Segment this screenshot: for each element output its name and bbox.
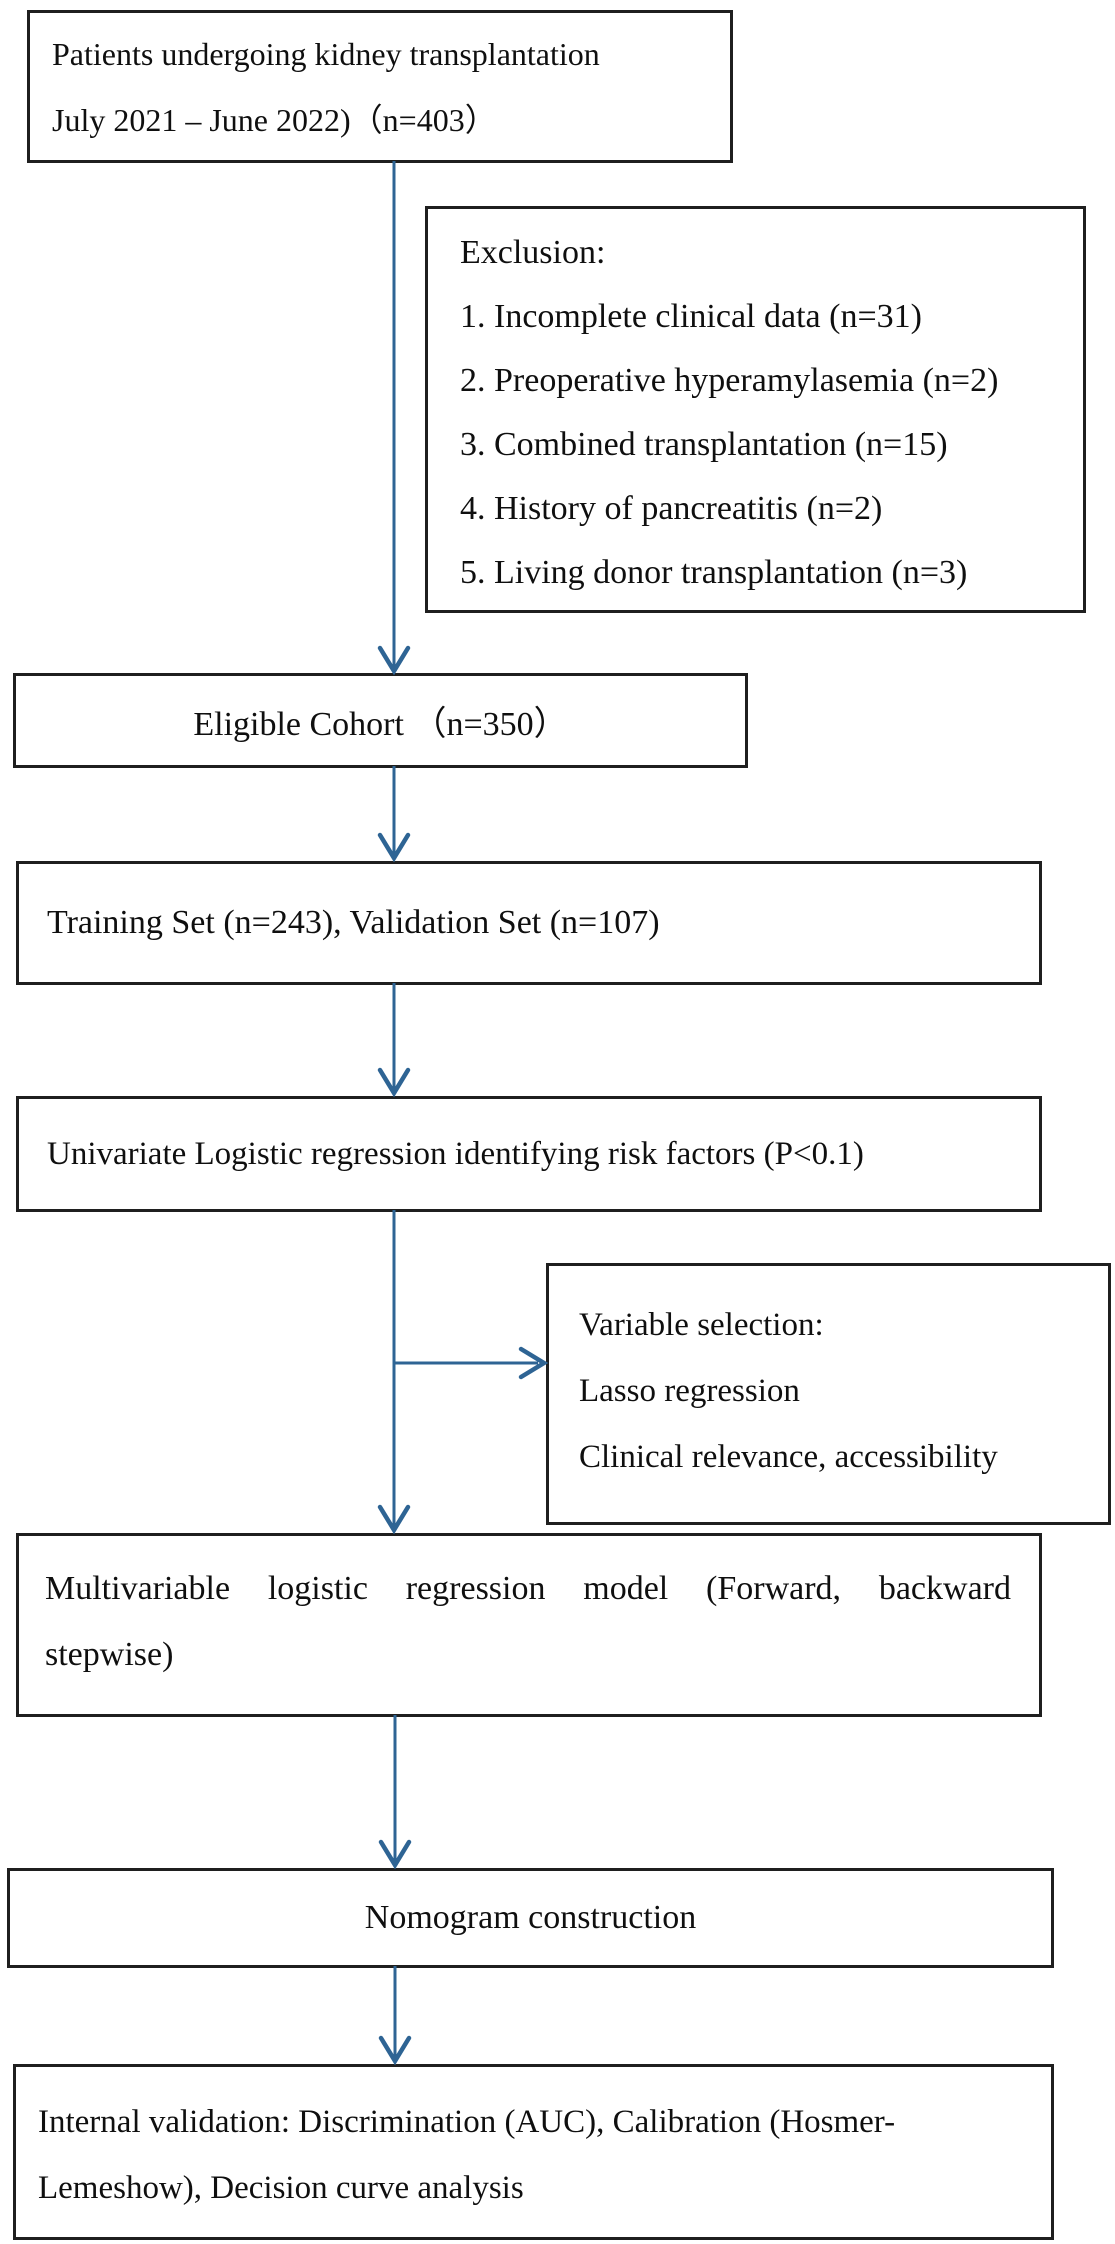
box-multivariable-model: Multivariable logistic regression model … [16, 1533, 1042, 1717]
arrow-univariate-to-multivariable [377, 1210, 411, 1535]
variable-selection-item: Clinical relevance, accessibility [579, 1439, 998, 1475]
arrow-patients-to-eligible [377, 161, 411, 676]
box-variable-selection: Variable selection: Lasso regression Cli… [546, 1263, 1111, 1525]
exclusion-item: 3. Combined transplantation (n=15) [460, 426, 948, 463]
arrow-nomogram-to-internal-validation [378, 1966, 412, 2066]
dataset-split-label: Training Set (n=243), Validation Set (n=… [47, 904, 660, 941]
exclusion-item: 5. Living donor transplantation (n=3) [460, 554, 968, 591]
univariate-label: Univariate Logistic regression identifyi… [47, 1135, 864, 1172]
arrow-branch-to-variable-selection [394, 1346, 549, 1380]
eligible-cohort-label: Eligible Cohort （n=350） [193, 706, 568, 743]
box-exclusion: Exclusion: 1. Incomplete clinical data (… [425, 206, 1086, 613]
arrow-eligible-to-split [377, 766, 411, 863]
arrow-multivariable-to-nomogram [378, 1715, 412, 1870]
box-internal-validation: Internal validation: Discrimination (AUC… [13, 2064, 1054, 2240]
internal-validation-line-2: Lemeshow), Decision curve analysis [38, 2170, 524, 2206]
box-nomogram: Nomogram construction [7, 1868, 1054, 1968]
exclusion-title: Exclusion: [460, 234, 606, 271]
multivariable-line-1: Multivariable logistic regression model … [45, 1570, 1011, 1607]
exclusion-item: 2. Preoperative hyperamylasemia (n=2) [460, 362, 999, 399]
exclusion-item: 4. History of pancreatitis (n=2) [460, 490, 883, 527]
box-dataset-split: Training Set (n=243), Validation Set (n=… [16, 861, 1042, 985]
variable-selection-item: Lasso regression [579, 1373, 800, 1409]
internal-validation-line-1: Internal validation: Discrimination (AUC… [38, 2104, 896, 2140]
multivariable-line-2: stepwise) [45, 1636, 174, 1673]
patients-line-1: Patients undergoing kidney transplantati… [52, 36, 600, 72]
nomogram-label: Nomogram construction [364, 1899, 697, 1936]
patients-line-2: July 2021 – June 2022)（n=403） [52, 102, 497, 138]
variable-selection-title: Variable selection: [579, 1307, 824, 1343]
exclusion-item: 1. Incomplete clinical data (n=31) [460, 298, 922, 335]
arrow-split-to-univariate [377, 983, 411, 1098]
box-univariate-regression: Univariate Logistic regression identifyi… [16, 1096, 1042, 1212]
box-eligible-cohort: Eligible Cohort （n=350） [13, 673, 748, 768]
box-patients: Patients undergoing kidney transplantati… [27, 10, 733, 163]
